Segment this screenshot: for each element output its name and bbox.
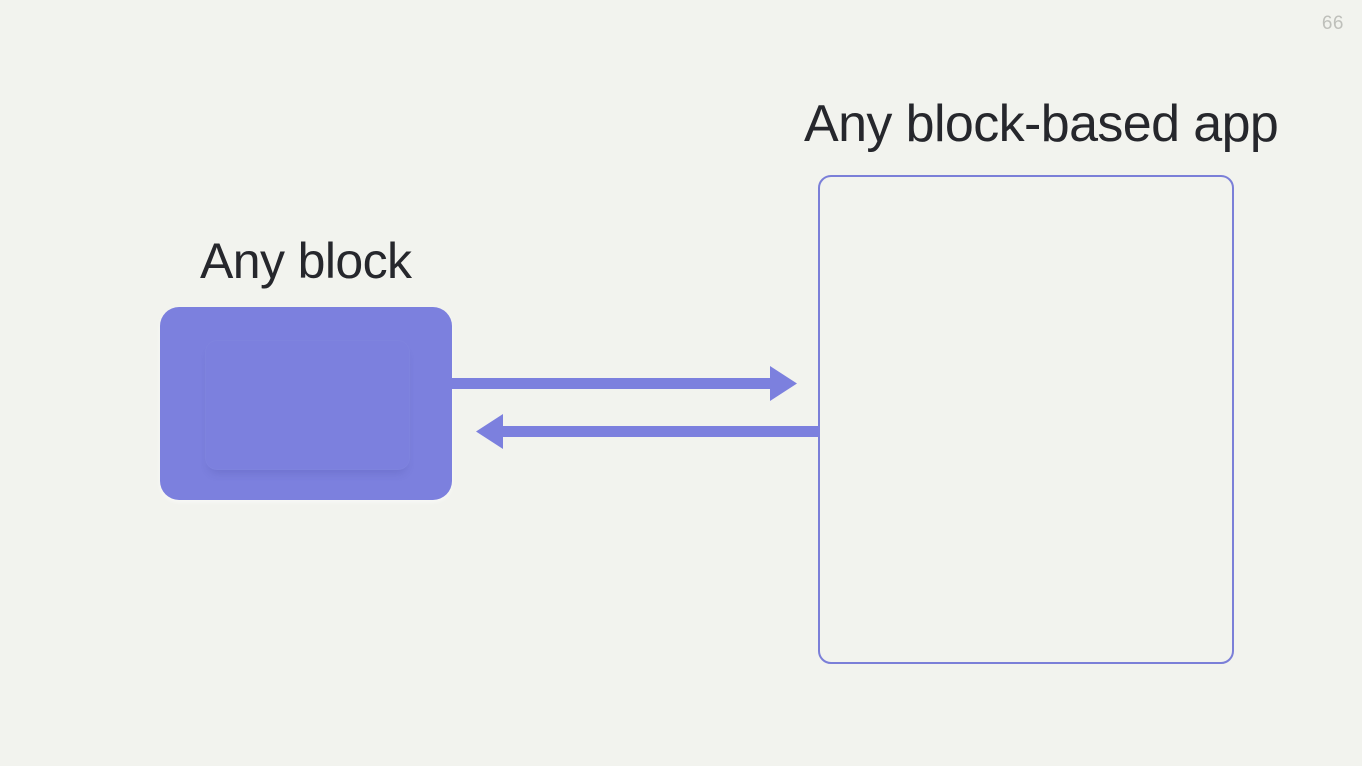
block-based-app-frame[interactable] bbox=[818, 175, 1234, 664]
arrow-block-to-app bbox=[452, 366, 797, 401]
any-block-shape[interactable] bbox=[160, 307, 452, 500]
page-number: 66 bbox=[1321, 13, 1344, 34]
any-block-based-app-heading: Any block-based app bbox=[804, 95, 1279, 153]
arrow-right-icon bbox=[452, 366, 797, 401]
arrow-left-icon bbox=[476, 414, 820, 449]
any-block-heading: Any block bbox=[200, 233, 412, 289]
arrow-app-to-block bbox=[476, 414, 820, 449]
block-inner-panel bbox=[205, 340, 410, 470]
